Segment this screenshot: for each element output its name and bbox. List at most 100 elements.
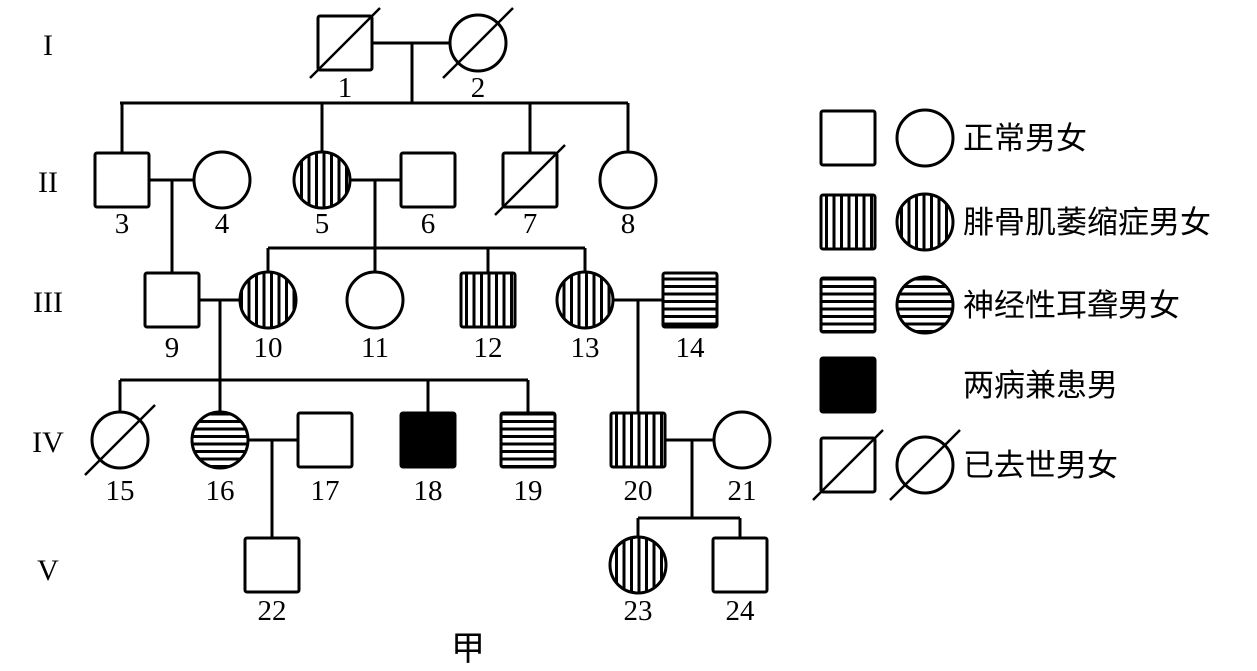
individual-number: 15 xyxy=(106,475,135,507)
legend-label: 神经性耳聋男女 xyxy=(963,288,1180,324)
female-symbol xyxy=(190,410,250,470)
female-symbol xyxy=(555,270,615,330)
legend-female-symbol xyxy=(895,192,955,252)
individual-22: 22 xyxy=(243,536,301,627)
individual-number: 13 xyxy=(571,332,600,364)
deceased-slash-icon xyxy=(309,7,381,79)
individual-number: 24 xyxy=(726,595,756,627)
deceased-slash-icon xyxy=(494,144,566,216)
legend-item: 腓骨肌萎缩症男女 xyxy=(819,192,1211,252)
individual-number: 9 xyxy=(165,332,180,364)
individual-17: 17 xyxy=(296,411,354,507)
individual-13: 13 xyxy=(555,270,615,364)
deceased-slash-icon xyxy=(812,429,884,501)
male-symbol xyxy=(296,411,354,469)
female-symbol xyxy=(895,192,955,252)
legend-male-symbol xyxy=(819,109,877,167)
individual-number: 1 xyxy=(338,72,353,104)
individual-23: 23 xyxy=(608,535,668,627)
individual-2: 2 xyxy=(442,7,514,104)
male-symbol xyxy=(93,151,151,209)
male-symbol xyxy=(499,411,557,469)
male-symbol xyxy=(609,411,667,469)
individual-number: 5 xyxy=(315,208,330,240)
individual-16: 16 xyxy=(190,410,250,507)
legend-female-symbol xyxy=(889,429,961,501)
individual-number: 11 xyxy=(361,332,389,364)
individual-number: 4 xyxy=(215,208,230,240)
individual-number: 12 xyxy=(474,332,503,364)
individual-number: 20 xyxy=(624,475,653,507)
individual-3: 3 xyxy=(93,151,151,240)
legend-item: 两病兼患男 xyxy=(819,356,1118,414)
individual-8: 8 xyxy=(598,150,658,240)
individual-1: 1 xyxy=(309,7,381,104)
generation-label: V xyxy=(37,554,59,587)
individual-11: 11 xyxy=(345,270,405,364)
male-symbol xyxy=(399,411,457,469)
figure-caption: 甲 xyxy=(451,629,485,669)
individual-7: 7 xyxy=(494,144,566,240)
individual-number: 8 xyxy=(621,208,636,240)
individual-number: 6 xyxy=(421,208,436,240)
male-symbol xyxy=(819,109,877,167)
female-symbol xyxy=(238,270,298,330)
deceased-slash-icon xyxy=(84,404,156,476)
male-symbol xyxy=(711,536,769,594)
individual-number: 16 xyxy=(206,475,235,507)
legend-label: 两病兼患男 xyxy=(963,368,1118,404)
legend-male-symbol xyxy=(812,429,884,501)
pedigree-lines xyxy=(118,41,742,538)
generation-label: I xyxy=(43,29,53,62)
female-symbol xyxy=(598,150,658,210)
generation-label: II xyxy=(38,166,58,199)
individual-number: 22 xyxy=(258,595,287,627)
female-symbol xyxy=(292,150,352,210)
individual-24: 24 xyxy=(711,536,769,627)
female-symbol xyxy=(608,535,668,595)
male-symbol xyxy=(243,536,301,594)
individual-number: 17 xyxy=(311,475,340,507)
legend-item: 已去世男女 xyxy=(812,429,1118,501)
individual-number: 2 xyxy=(471,72,486,104)
individual-number: 21 xyxy=(728,475,757,507)
deceased-slash-icon xyxy=(442,7,514,79)
female-symbol xyxy=(895,275,955,335)
female-symbol xyxy=(345,270,405,330)
male-symbol xyxy=(819,193,877,251)
generation-label: IV xyxy=(32,426,64,459)
individual-18: 18 xyxy=(399,411,457,507)
male-symbol xyxy=(661,271,719,329)
male-symbol xyxy=(143,271,201,329)
male-symbol xyxy=(399,151,457,209)
female-symbol xyxy=(712,410,772,470)
individual-19: 19 xyxy=(499,411,557,507)
male-symbol xyxy=(819,276,877,334)
male-symbol xyxy=(819,356,877,414)
individual-4: 4 xyxy=(192,150,252,240)
generation-label: III xyxy=(33,286,63,319)
individual-14: 14 xyxy=(661,271,719,364)
legend-female-symbol xyxy=(895,108,955,168)
female-symbol xyxy=(192,150,252,210)
legend-label: 腓骨肌萎缩症男女 xyxy=(963,205,1211,241)
individual-9: 9 xyxy=(143,271,201,364)
individual-number: 23 xyxy=(624,595,653,627)
individual-10: 10 xyxy=(238,270,298,364)
individual-number: 18 xyxy=(414,475,443,507)
legend-label: 已去世男女 xyxy=(963,448,1118,484)
individual-number: 10 xyxy=(254,332,283,364)
individual-5: 5 xyxy=(292,150,352,240)
legend-item: 正常男女 xyxy=(819,108,1087,168)
individual-number: 3 xyxy=(115,208,130,240)
deceased-slash-icon xyxy=(889,429,961,501)
individual-6: 6 xyxy=(399,151,457,240)
legend-male-symbol xyxy=(819,276,877,334)
legend-item: 神经性耳聋男女 xyxy=(819,275,1180,335)
legend-male-symbol xyxy=(819,356,877,414)
